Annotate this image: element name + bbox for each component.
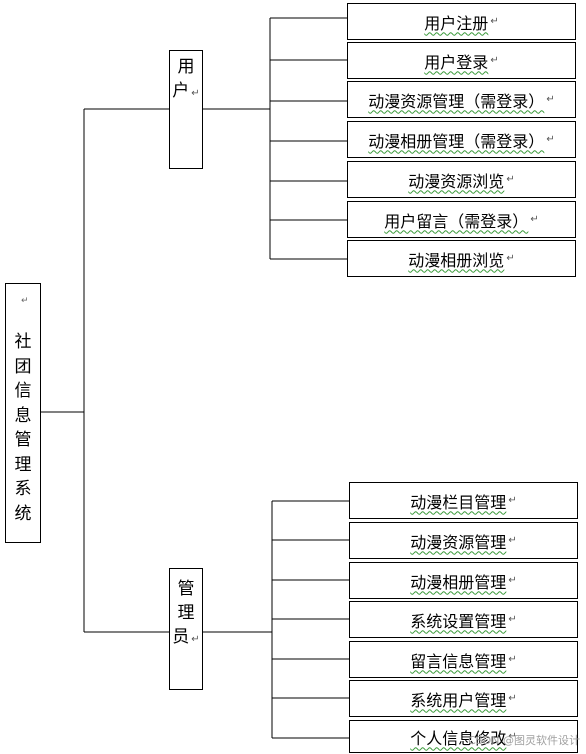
leaf-label: 动漫相册管理 <box>410 572 507 592</box>
leaf-label: 用户登录 <box>424 52 489 72</box>
admin-group-label: 管 理 员↵ <box>170 573 202 652</box>
paragraph-mark-icon: ↵ <box>191 634 200 645</box>
leaf-node: 个人信息修改↵ <box>349 720 578 753</box>
root-char: 信 <box>14 381 32 401</box>
leaf-node: 动漫相册管理（需登录）↵ <box>347 121 576 158</box>
leaf-label: 动漫资源管理 <box>410 532 507 552</box>
leaf-label: 动漫相册管理（需登录） <box>368 131 545 151</box>
user-group-label: 用 户↵ <box>170 51 202 106</box>
paragraph-mark-icon: ↵ <box>21 296 29 306</box>
leaf-node: 系统设置管理↵ <box>349 601 578 638</box>
root-node: 社 团 信 息 管 理 系 统 ↵ <box>5 283 41 543</box>
leaf-label: 动漫资源浏览 <box>408 171 505 191</box>
paragraph-mark-icon: ↵ <box>508 575 517 586</box>
leaf-node: 用户登录↵ <box>347 42 576 79</box>
root-label: 社 团 信 息 管 理 系 统 <box>6 330 40 526</box>
paragraph-mark-icon: ↵ <box>546 94 555 105</box>
paragraph-mark-icon: ↵ <box>508 495 517 506</box>
leaf-node: 用户注册↵ <box>347 3 576 40</box>
leaf-label: 用户注册 <box>424 13 489 33</box>
paragraph-mark-icon: ↵ <box>490 16 499 27</box>
leaf-label: 动漫资源管理（需登录） <box>368 91 545 111</box>
leaf-label: 系统用户管理 <box>410 690 507 710</box>
paragraph-mark-icon: ↵ <box>508 731 517 742</box>
leaf-node: 动漫栏目管理↵ <box>349 482 578 519</box>
leaf-node: 留言信息管理↵ <box>349 641 578 678</box>
leaf-label: 动漫相册浏览 <box>408 250 505 270</box>
root-char: 管 <box>14 430 32 450</box>
paragraph-mark-icon: ↵ <box>508 654 517 665</box>
leaf-node: 动漫相册浏览↵ <box>347 240 576 277</box>
paragraph-mark-icon: ↵ <box>508 535 517 546</box>
leaf-node: 动漫资源管理（需登录）↵ <box>347 81 576 118</box>
paragraph-mark-icon: ↵ <box>530 214 539 225</box>
leaf-label: 个人信息修改 <box>410 728 507 748</box>
paragraph-mark-icon: ↵ <box>508 693 517 704</box>
leaf-node: 动漫资源管理↵ <box>349 522 578 559</box>
root-char: 息 <box>14 405 32 426</box>
paragraph-mark-icon: ↵ <box>546 134 555 145</box>
group-char: 户↵ <box>172 81 200 101</box>
paragraph-mark-icon: ↵ <box>506 174 515 185</box>
paragraph-mark-icon: ↵ <box>191 88 200 99</box>
paragraph-mark-icon: ↵ <box>508 614 517 625</box>
paragraph-mark-icon: ↵ <box>506 253 515 264</box>
group-char: 管 <box>177 579 195 599</box>
root-char: 统 <box>14 503 32 524</box>
paragraph-mark-icon: ↵ <box>490 55 499 66</box>
leaf-node: 动漫相册管理↵ <box>349 562 578 599</box>
leaf-node: 用户留言（需登录）↵ <box>347 201 576 238</box>
group-char: 用 <box>177 57 195 77</box>
root-char: 团 <box>14 356 32 377</box>
group-char: 员↵ <box>172 627 200 647</box>
leaf-label: 系统设置管理 <box>410 611 507 631</box>
root-char: 理 <box>14 454 32 475</box>
root-char: 社 <box>14 332 32 352</box>
leaf-label: 动漫栏目管理 <box>410 492 507 512</box>
leaf-label: 用户留言（需登录） <box>384 211 529 231</box>
root-char: 系 <box>14 479 32 499</box>
leaf-label: 留言信息管理 <box>410 651 507 671</box>
watermark: CSDN @图灵软件设计 <box>468 734 580 747</box>
admin-group-node: 管 理 员↵ <box>169 568 203 690</box>
leaf-node: 系统用户管理↵ <box>349 680 578 717</box>
leaf-node: 动漫资源浏览↵ <box>347 161 576 198</box>
group-char: 理 <box>177 603 195 623</box>
user-group-node: 用 户↵ <box>169 50 203 169</box>
